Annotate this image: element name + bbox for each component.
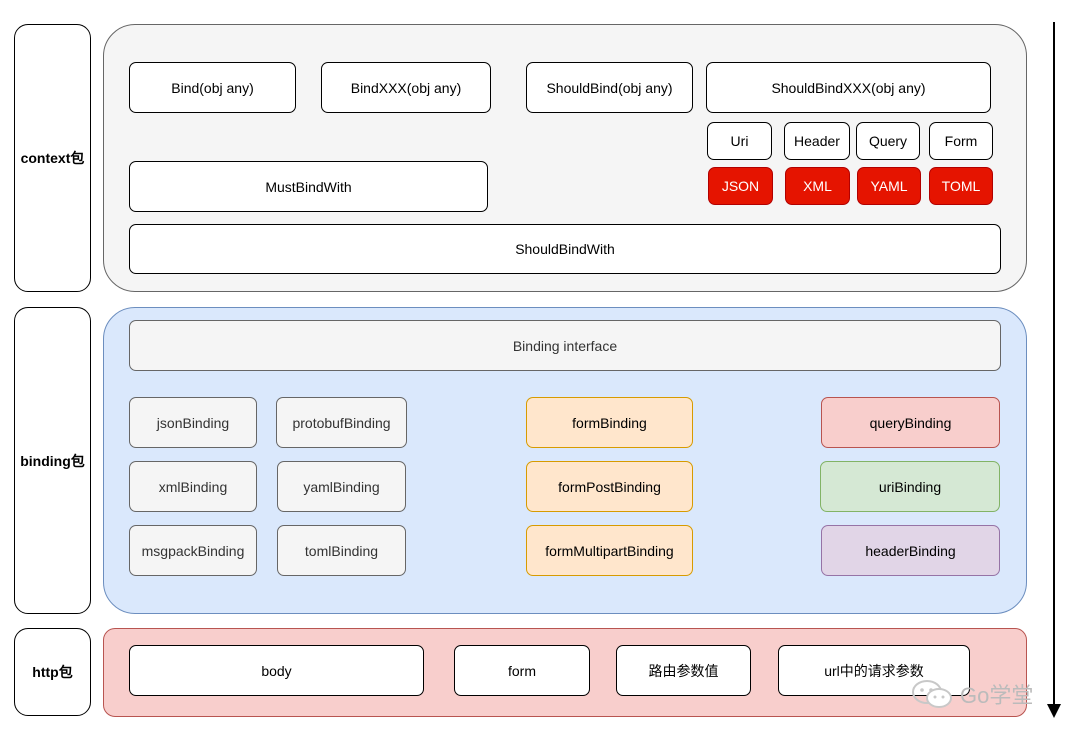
form-binding: formBinding: [526, 397, 693, 448]
watermark-text: Go学堂: [960, 683, 1034, 708]
xml-node: XML: [785, 167, 850, 205]
bindxxx-method: BindXXX(obj any): [321, 62, 491, 113]
yaml-binding: yamlBinding: [277, 461, 406, 512]
toml-node: TOML: [929, 167, 993, 205]
http-form: form: [454, 645, 590, 696]
json-binding: jsonBinding: [129, 397, 257, 448]
form-post-binding: formPostBinding: [526, 461, 693, 512]
toml-binding: tomlBinding: [277, 525, 406, 576]
shouldbindxxx-method: ShouldBindXXX(obj any): [706, 62, 991, 113]
form-multipart-binding: formMultipartBinding: [526, 525, 693, 576]
xml-binding: xmlBinding: [129, 461, 257, 512]
context-package-label: context包: [14, 24, 91, 292]
flow-arrow-head: [1047, 704, 1061, 718]
query-binding: queryBinding: [821, 397, 1000, 448]
shouldbind-method: ShouldBind(obj any): [526, 62, 693, 113]
binding-package-text: binding包: [20, 452, 85, 469]
context-package-text: context包: [20, 150, 85, 166]
header-binding: headerBinding: [821, 525, 1000, 576]
flow-arrow-line: [1053, 22, 1055, 710]
watermark: Go学堂: [910, 676, 1033, 712]
http-package-label: http包: [14, 628, 91, 716]
http-route-params: 路由参数值: [616, 645, 751, 696]
yaml-node: YAML: [857, 167, 921, 205]
protobuf-binding: protobufBinding: [276, 397, 407, 448]
mustbindwith-method: MustBindWith: [129, 161, 488, 212]
shouldbindwith-method: ShouldBindWith: [129, 224, 1001, 274]
http-url-query: url中的请求参数: [778, 645, 970, 696]
uri-node: Uri: [707, 122, 772, 160]
wechat-icon: [912, 680, 952, 708]
header-node: Header: [784, 122, 850, 160]
bind-method: Bind(obj any): [129, 62, 296, 113]
query-node: Query: [856, 122, 920, 160]
form-node: Form: [929, 122, 993, 160]
binding-package-label: binding包: [14, 307, 91, 614]
http-body: body: [129, 645, 424, 696]
binding-interface: Binding interface: [129, 320, 1001, 371]
msgpack-binding: msgpackBinding: [129, 525, 257, 576]
uri-binding: uriBinding: [820, 461, 1000, 512]
json-node: JSON: [708, 167, 773, 205]
http-package-text: http包: [32, 664, 73, 680]
